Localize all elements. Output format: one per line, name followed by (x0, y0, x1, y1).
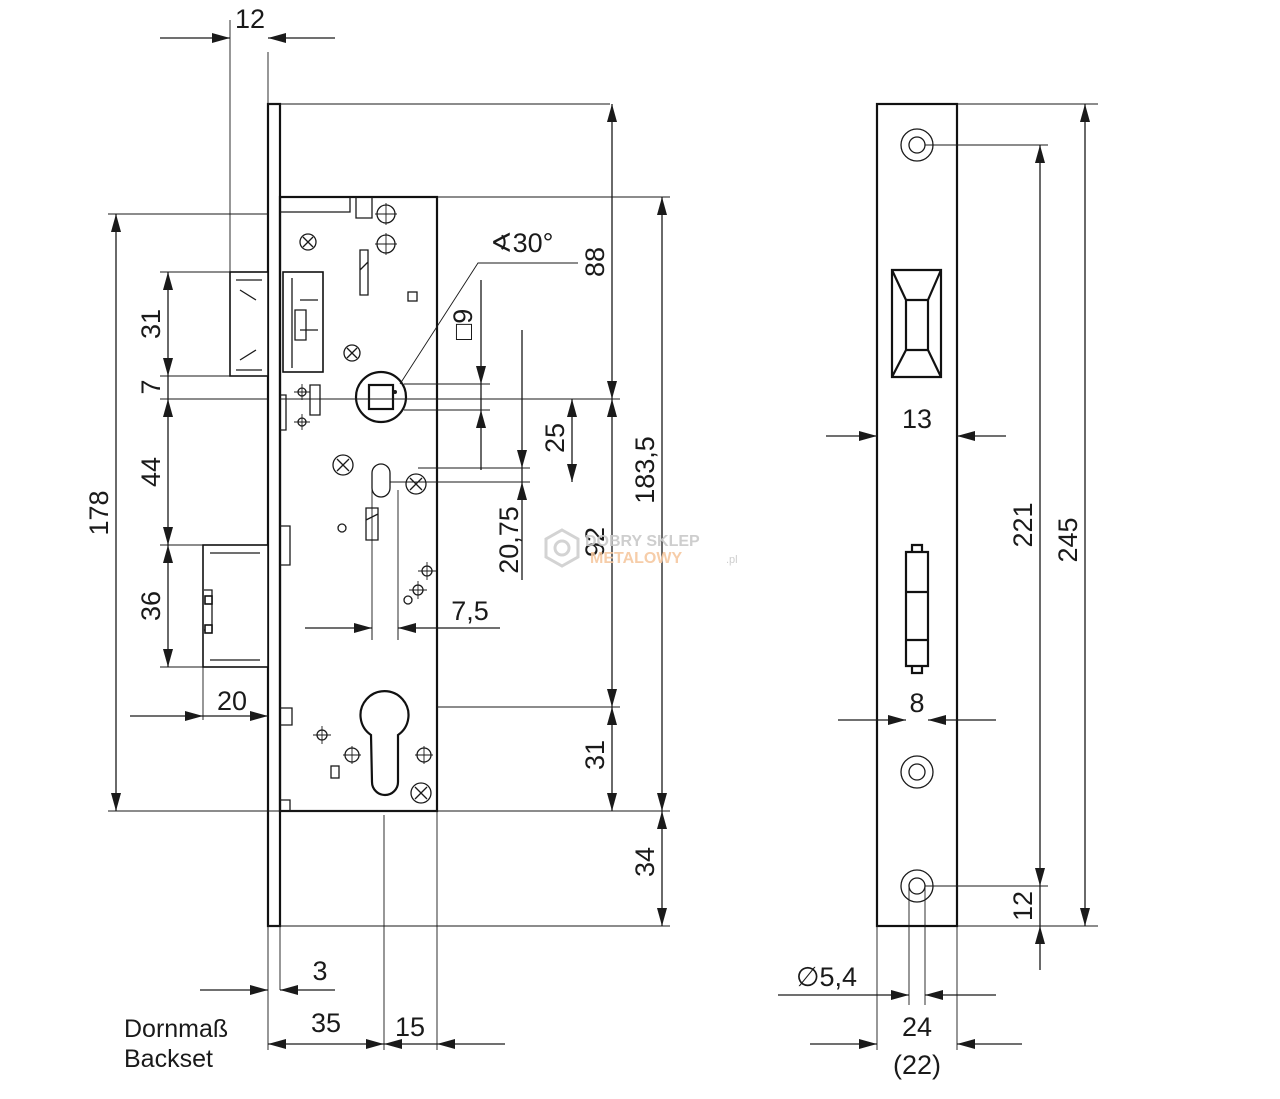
dim-245: 245 (1053, 517, 1083, 562)
dim-31-latch: 31 (136, 309, 166, 339)
fixing-hole (900, 755, 934, 789)
square-9: □9 (448, 309, 478, 340)
angle-30: ∢30° (490, 228, 553, 258)
screw (332, 454, 354, 476)
side-view: 13 8 221 245 12 ∅5,4 24 (22) (778, 102, 1098, 1080)
dim-183-5: 183,5 (630, 436, 660, 504)
dim-12-side: 12 (1008, 891, 1038, 921)
faceplate (266, 102, 282, 928)
follower-slot (371, 463, 391, 498)
screw (405, 473, 427, 495)
bolt-opening (904, 543, 930, 675)
dim-8: 8 (909, 688, 924, 718)
dim-3: 3 (312, 956, 327, 986)
screw (410, 782, 432, 804)
screw (299, 233, 317, 251)
latch-bolt (229, 271, 324, 377)
backset-label-de: Dornmaß (124, 1015, 228, 1043)
watermark-hex-logo (544, 528, 580, 568)
dim-88: 88 (580, 247, 610, 277)
watermark-line1: DOBRY SKLEP (585, 533, 700, 550)
dim-35: 35 (311, 1008, 341, 1038)
dim-178: 178 (84, 490, 114, 535)
faceplate-side (875, 102, 959, 928)
dim-31-cylinder: 31 (580, 740, 610, 770)
dim-7: 7 (136, 379, 166, 394)
latch-opening (890, 268, 943, 379)
dim-36: 36 (136, 591, 166, 621)
dim-7-5: 7,5 (451, 596, 489, 626)
dim-25: 25 (540, 423, 570, 453)
cylinder-cutout (359, 690, 410, 797)
dim-22: (22) (893, 1050, 941, 1080)
dim-hole-diameter: ∅5,4 (796, 962, 857, 992)
dim-34: 34 (630, 847, 660, 877)
dim-221: 221 (1008, 502, 1038, 547)
dim-24: 24 (902, 1012, 932, 1042)
spindle-hub (354, 370, 408, 424)
front-view: 12 31 7 44 178 36 20 88 183,5 92 31 34 2… (84, 4, 670, 1073)
watermark-suffix: .pl (726, 554, 738, 566)
dim-13: 13 (902, 404, 932, 434)
dead-bolt (202, 544, 269, 668)
dim-44: 44 (136, 457, 166, 487)
watermark: DOBRY SKLEP METALOWY .pl (544, 528, 738, 568)
dim-12-top: 12 (235, 4, 265, 34)
screw (343, 344, 361, 362)
dim-20-75: 20,75 (494, 506, 524, 574)
backset-label-en: Backset (124, 1045, 213, 1073)
dim-15: 15 (395, 1012, 425, 1042)
dim-20: 20 (217, 686, 247, 716)
watermark-line2: METALOWY (590, 550, 682, 567)
dim-92: 92 (580, 527, 610, 557)
